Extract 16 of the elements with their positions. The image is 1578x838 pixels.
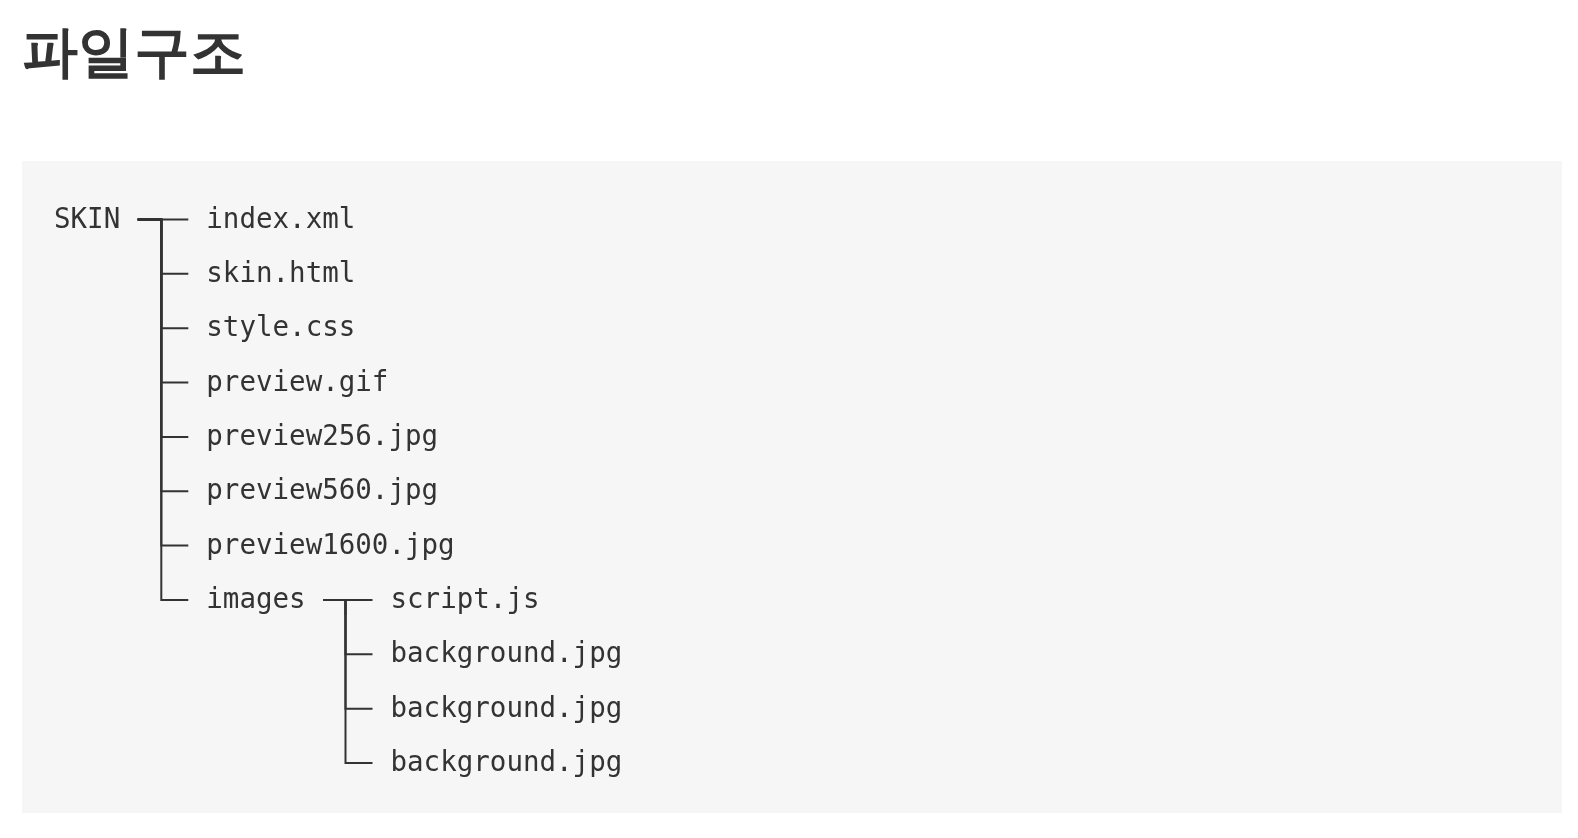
file-name: index.xml xyxy=(206,201,356,235)
folder-name: images xyxy=(206,581,306,615)
file-name: preview256.jpg xyxy=(206,418,439,452)
file-name: preview560.jpg xyxy=(206,473,439,507)
file-name: background.jpg xyxy=(390,690,623,724)
file-name: background.jpg xyxy=(390,636,623,670)
file-name: style.css xyxy=(206,310,356,344)
file-name: preview.gif xyxy=(206,364,389,398)
file-name: script.js xyxy=(390,581,540,615)
tree-connector xyxy=(322,598,374,764)
code-panel xyxy=(22,161,1562,813)
file-name: background.jpg xyxy=(390,745,623,778)
folder-name: SKIN xyxy=(54,201,121,235)
file-name: skin.html xyxy=(206,255,356,289)
file-name: preview1600.jpg xyxy=(206,527,455,561)
title: 파일구조 xyxy=(22,21,246,82)
